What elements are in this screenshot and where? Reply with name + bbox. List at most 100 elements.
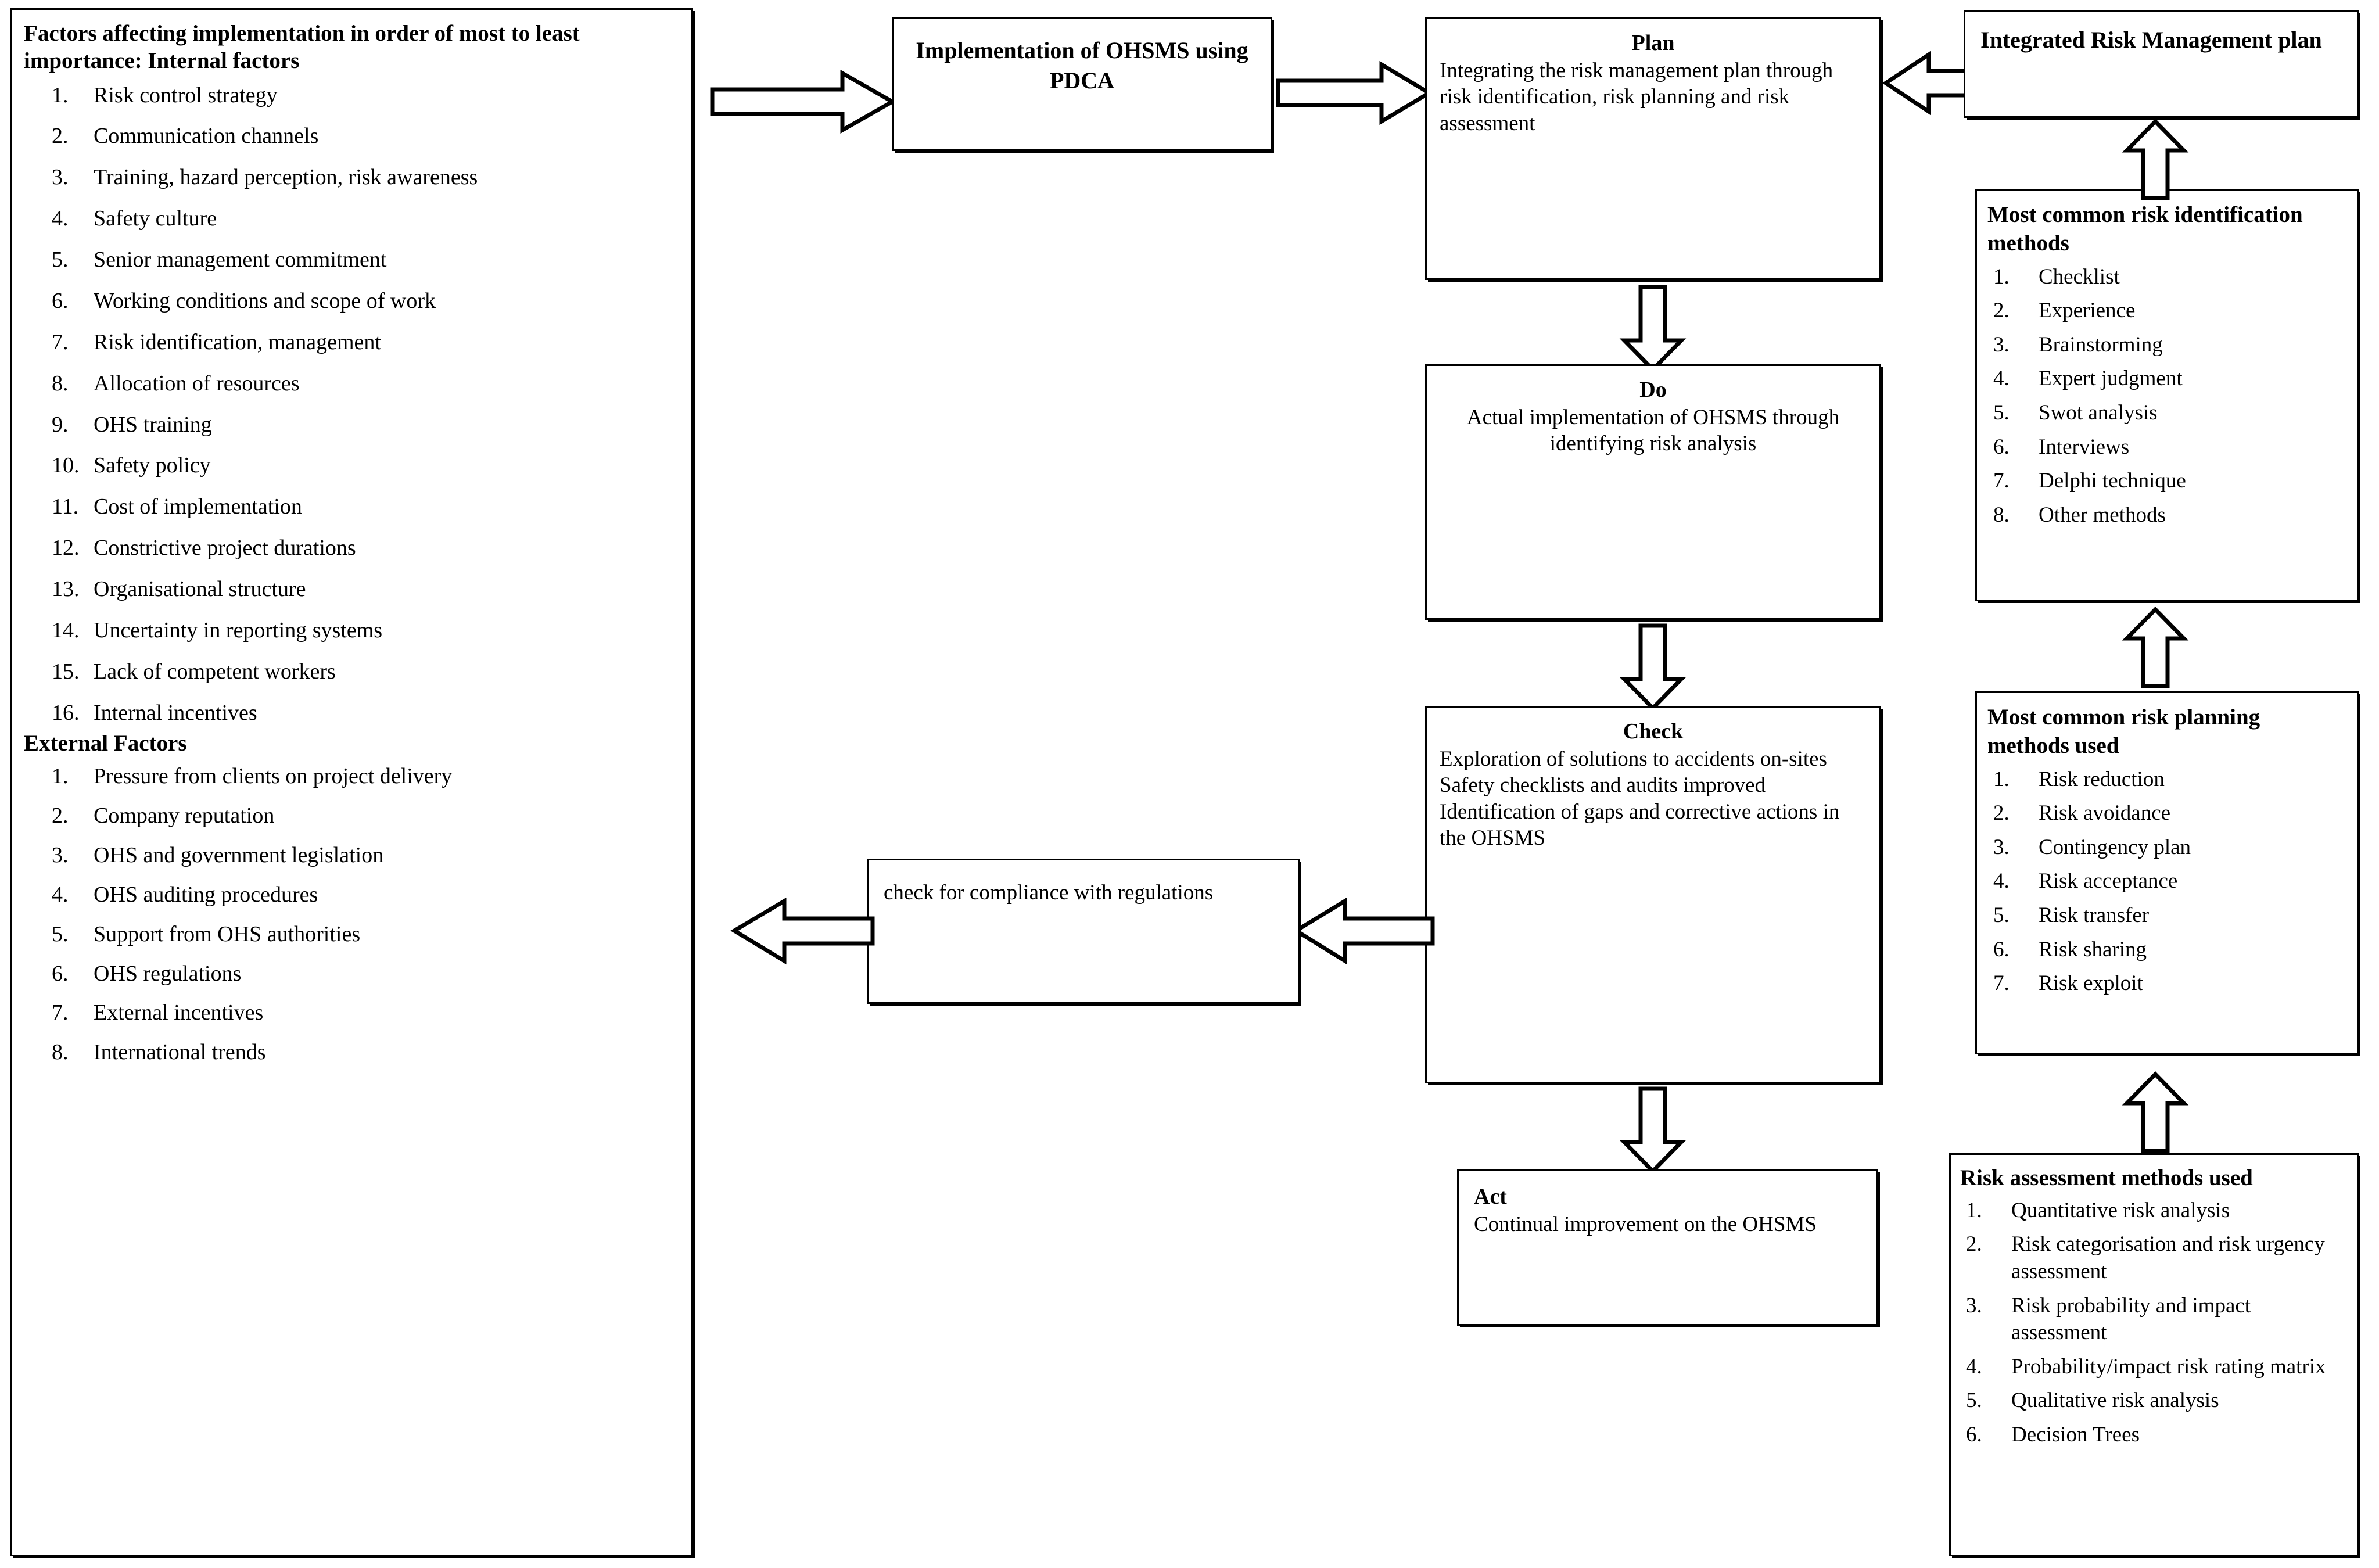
list-item: 16.Internal incentives	[24, 699, 682, 727]
list-label: Risk control strategy	[94, 82, 278, 107]
list-label: Pressure from clients on project deliver…	[94, 764, 453, 789]
list-label: Organisational structure	[94, 577, 306, 602]
list-item: 1.Pressure from clients on project deliv…	[24, 763, 682, 791]
implementation-title: Implementation of OHSMS using PDCA	[916, 37, 1248, 94]
list-label: OHS training	[94, 412, 212, 437]
list-label: Brainstorming	[2039, 332, 2163, 357]
list-item: 7.Risk exploit	[1987, 970, 2346, 998]
list-label: Support from OHS authorities	[94, 921, 361, 946]
list-number: 4.	[52, 882, 69, 907]
list-label: Swot analysis	[2039, 400, 2158, 425]
list-number: 6.	[1993, 435, 2010, 459]
list-number: 8.	[1993, 503, 2010, 527]
list-label: Working conditions and scope of work	[94, 288, 436, 313]
list-label: Probability/impact risk rating matrix	[2011, 1354, 2326, 1379]
plan-title: Plan	[1631, 31, 1675, 55]
list-label: Experience	[2039, 299, 2136, 323]
list-item: 1.Risk control strategy	[24, 82, 682, 110]
list-number: 5.	[1993, 400, 2010, 425]
list-label: Senior management commitment	[94, 247, 387, 272]
list-item: 7.External incentives	[24, 999, 682, 1027]
risk-identification-list: 1.Checklist 2.Experience 3.Brainstorming…	[1987, 264, 2346, 529]
list-item: 5. Senior management commitment	[24, 246, 682, 274]
risk-assessment-list: 1. Quantitative risk analysis 2. Risk cate…	[1960, 1197, 2348, 1449]
list-item: 3. Brainstorming	[1987, 332, 2346, 359]
do-body: Actual implementation of OHSMS through i…	[1466, 406, 1840, 456]
list-number: 7.	[1993, 971, 2010, 996]
list-number: 6.	[52, 288, 69, 313]
list-number: 12.	[52, 536, 80, 561]
list-item: 1. Quantitative risk analysis	[1960, 1197, 2348, 1225]
list-item: 8.Allocation of resources	[24, 370, 682, 398]
risk-assessment-box: Risk assessment methods used 1. Quantitat…	[1949, 1153, 2359, 1556]
act-box: Act Continual improvement on the OHSMS	[1457, 1169, 1878, 1326]
list-number: 2.	[1966, 1232, 1982, 1257]
list-label: Other methods	[2039, 503, 2166, 527]
list-number: 1.	[1966, 1198, 1982, 1222]
list-number: 1.	[1993, 264, 2010, 289]
list-item: 6. Decision Trees	[1960, 1422, 2348, 1449]
implementation-box: Implementation of OHSMS using PDCA	[892, 17, 1272, 151]
list-label: Safety policy	[94, 453, 211, 478]
risk-planning-list: 1.Risk reduction 2.Risk avoidance 3.Cont…	[1987, 766, 2346, 998]
list-item: 2. Risk categorisation and risk urgency a…	[1960, 1231, 2348, 1285]
arrow-factors-to-implementation	[710, 69, 897, 134]
list-label: Risk categorisation and risk urgency ass…	[2011, 1232, 2325, 1283]
plan-box: Plan Integrating the risk management pla…	[1425, 17, 1881, 280]
list-label: Contingency plan	[2039, 835, 2191, 859]
risk-identification-box: Most common risk identification methods …	[1975, 189, 2359, 601]
list-number: 6.	[52, 961, 69, 986]
list-label: Qualitative risk analysis	[2011, 1388, 2219, 1413]
risk-identification-title: Most common risk identification methods	[1987, 202, 2303, 256]
irm-title: Integrated Risk Management plan	[1980, 27, 2322, 53]
risk-assessment-title: Risk assessment methods used	[1960, 1165, 2253, 1190]
list-number: 4.	[1966, 1354, 1982, 1379]
list-item: 8. Other methods	[1987, 502, 2346, 529]
list-item: 14.Uncertainty in reporting systems	[24, 617, 682, 645]
list-item: 4.OHS auditing procedures	[24, 881, 682, 909]
list-label: Risk transfer	[2039, 903, 2150, 927]
list-item: 4. Probability/impact risk rating matrix	[1960, 1354, 2348, 1381]
plan-body: Integrating the risk management plan thr…	[1440, 59, 1833, 135]
list-item: 6. OHS regulations	[24, 960, 682, 988]
list-label: Risk identification, management	[94, 329, 381, 354]
list-item: 12. Constrictive project durations	[24, 534, 682, 562]
list-number: 4.	[1993, 869, 2010, 894]
list-label: Internal incentives	[94, 700, 257, 725]
list-label: Cost of implementation	[94, 494, 302, 519]
list-number: 14.	[52, 618, 80, 643]
list-label: Constrictive project durations	[94, 536, 356, 561]
list-item: 5. Swot analysis	[1987, 400, 2346, 427]
list-label: Risk avoidance	[2039, 801, 2171, 826]
list-label: Interviews	[2039, 435, 2130, 459]
list-number: 3.	[1993, 332, 2010, 357]
list-item: 4.Safety culture	[24, 205, 682, 233]
list-label: Risk reduction	[2039, 767, 2165, 791]
list-number: 3.	[52, 842, 69, 867]
internal-factors-list: 1.Risk control strategy 2. Communication …	[24, 82, 682, 727]
list-number: 5.	[52, 921, 69, 946]
list-number: 4.	[1993, 367, 2010, 391]
list-item: 6.Risk sharing	[1987, 937, 2346, 964]
list-number: 2.	[52, 124, 69, 149]
integrated-risk-management-box: Integrated Risk Management plan	[1964, 10, 2359, 118]
list-number: 3.	[1966, 1293, 1982, 1318]
list-item: 2.Risk avoidance	[1987, 800, 2346, 827]
list-number: 6.	[1966, 1423, 1982, 1447]
list-number: 5.	[52, 247, 69, 272]
list-label: Communication channels	[94, 124, 319, 149]
list-label: Decision Trees	[2011, 1423, 2140, 1447]
list-item: 2. Company reputation	[24, 802, 682, 830]
list-number: 5.	[1993, 903, 2010, 927]
list-label: Quantitative risk analysis	[2011, 1198, 2230, 1222]
list-item: 3.Training, hazard perception, risk awar…	[24, 164, 682, 192]
list-number: 15.	[52, 659, 80, 684]
list-label: OHS regulations	[94, 961, 242, 986]
external-factors-heading: External Factors	[24, 730, 187, 756]
list-label: Company reputation	[94, 803, 275, 828]
list-item: 6. Interviews	[1987, 434, 2346, 461]
list-number: 2.	[52, 803, 69, 828]
act-body: Continual improvement on the OHSMS	[1474, 1212, 1817, 1237]
internal-factors-heading: Factors affecting implementation in orde…	[24, 21, 580, 73]
list-label: Training, hazard perception, risk awaren…	[94, 165, 478, 190]
